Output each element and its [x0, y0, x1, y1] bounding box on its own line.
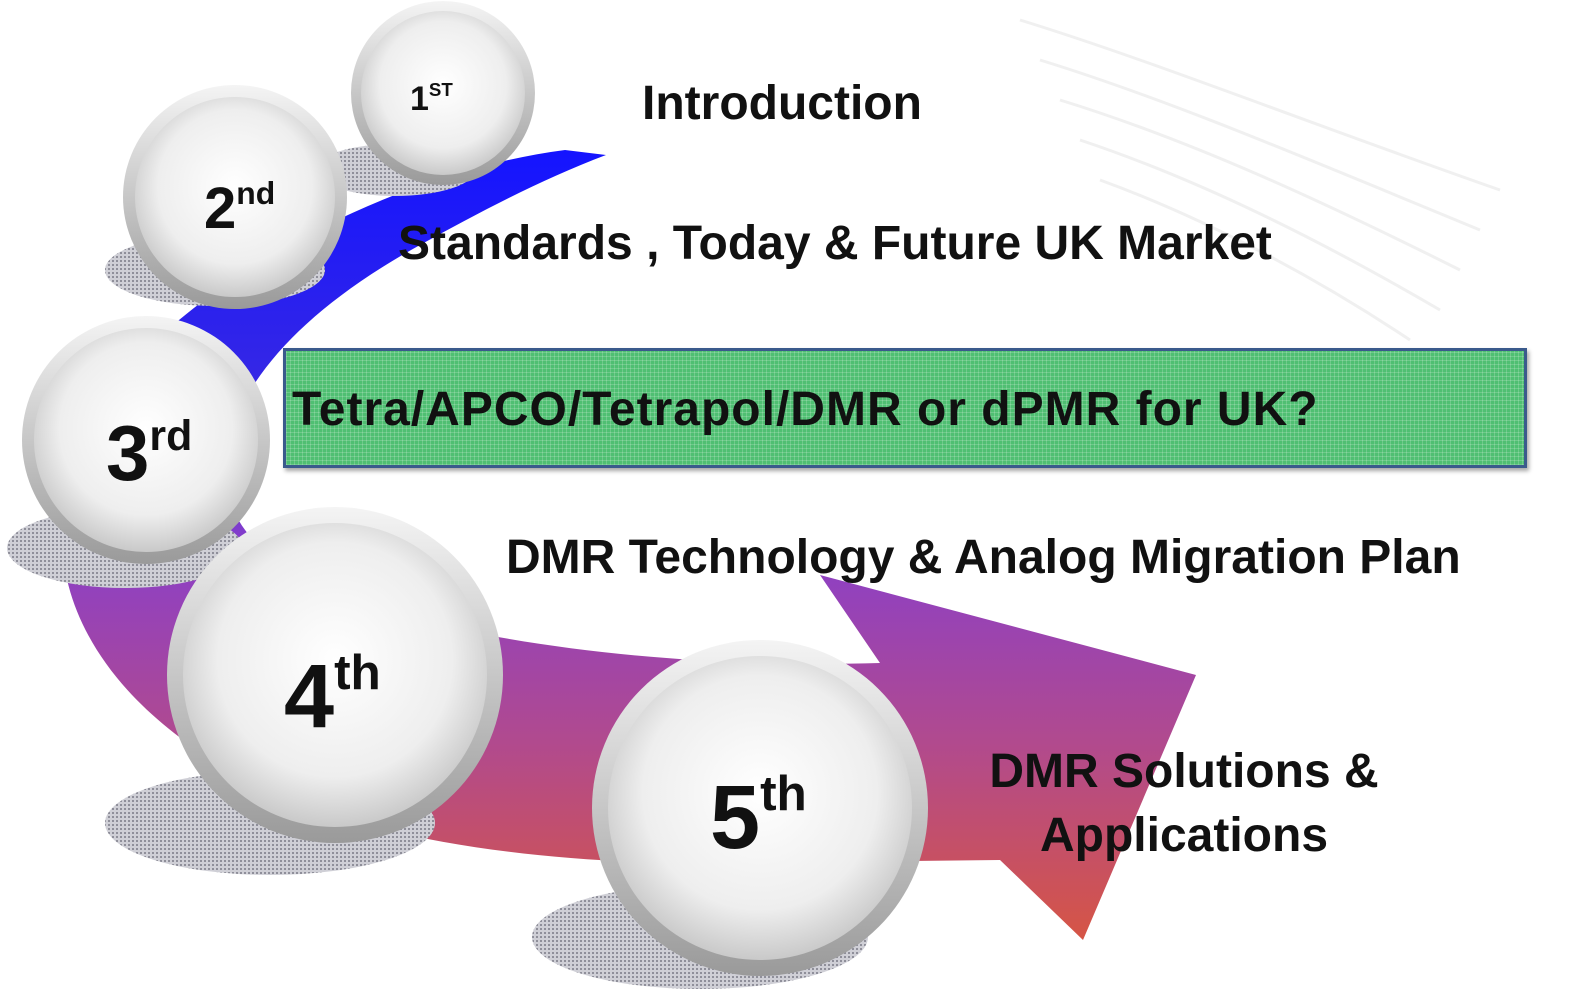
step-2-suffix: nd: [236, 175, 275, 211]
svg-text:4th: 4th: [284, 645, 381, 747]
step-1-label: Introduction: [642, 77, 922, 130]
step-circle-4: 4th: [167, 507, 503, 843]
step-circle-3: 3rd: [22, 316, 270, 564]
step-circle-5: 5th: [592, 640, 928, 976]
step-4-label: DMR Technology & Analog Migration Plan: [506, 531, 1461, 584]
step-3-number: 3: [106, 409, 149, 497]
step-2-number: 2: [204, 176, 236, 241]
step-2-label: Standards , Today & Future UK Market: [398, 217, 1272, 270]
step-5-suffix: th: [760, 766, 807, 821]
svg-text:1ST: 1ST: [410, 79, 453, 118]
svg-text:2nd: 2nd: [204, 175, 275, 241]
step-5-label: DMR Solutions & Applications: [968, 740, 1400, 868]
step-4-suffix: th: [334, 645, 381, 700]
step-3-label: Tetra/APCO/Tetrapol/DMR or dPMR for UK?: [292, 383, 1319, 436]
step-1-suffix: ST: [429, 79, 453, 100]
svg-text:3rd: 3rd: [106, 409, 192, 497]
step-1-number: 1: [410, 80, 429, 118]
step-3-suffix: rd: [149, 412, 192, 460]
watermark-wing: [1019, 18, 1501, 342]
step-5-number: 5: [710, 768, 760, 868]
step-5-label-line2: Applications: [1039, 809, 1329, 862]
svg-text:5th: 5th: [710, 766, 807, 868]
step-circle-1: 1ST: [351, 1, 535, 185]
highlight-box: [283, 348, 1527, 468]
step-5-label-line1: DMR Solutions &: [989, 745, 1379, 798]
step-4-number: 4: [284, 647, 334, 747]
step-circle-2: 2nd: [123, 85, 347, 309]
